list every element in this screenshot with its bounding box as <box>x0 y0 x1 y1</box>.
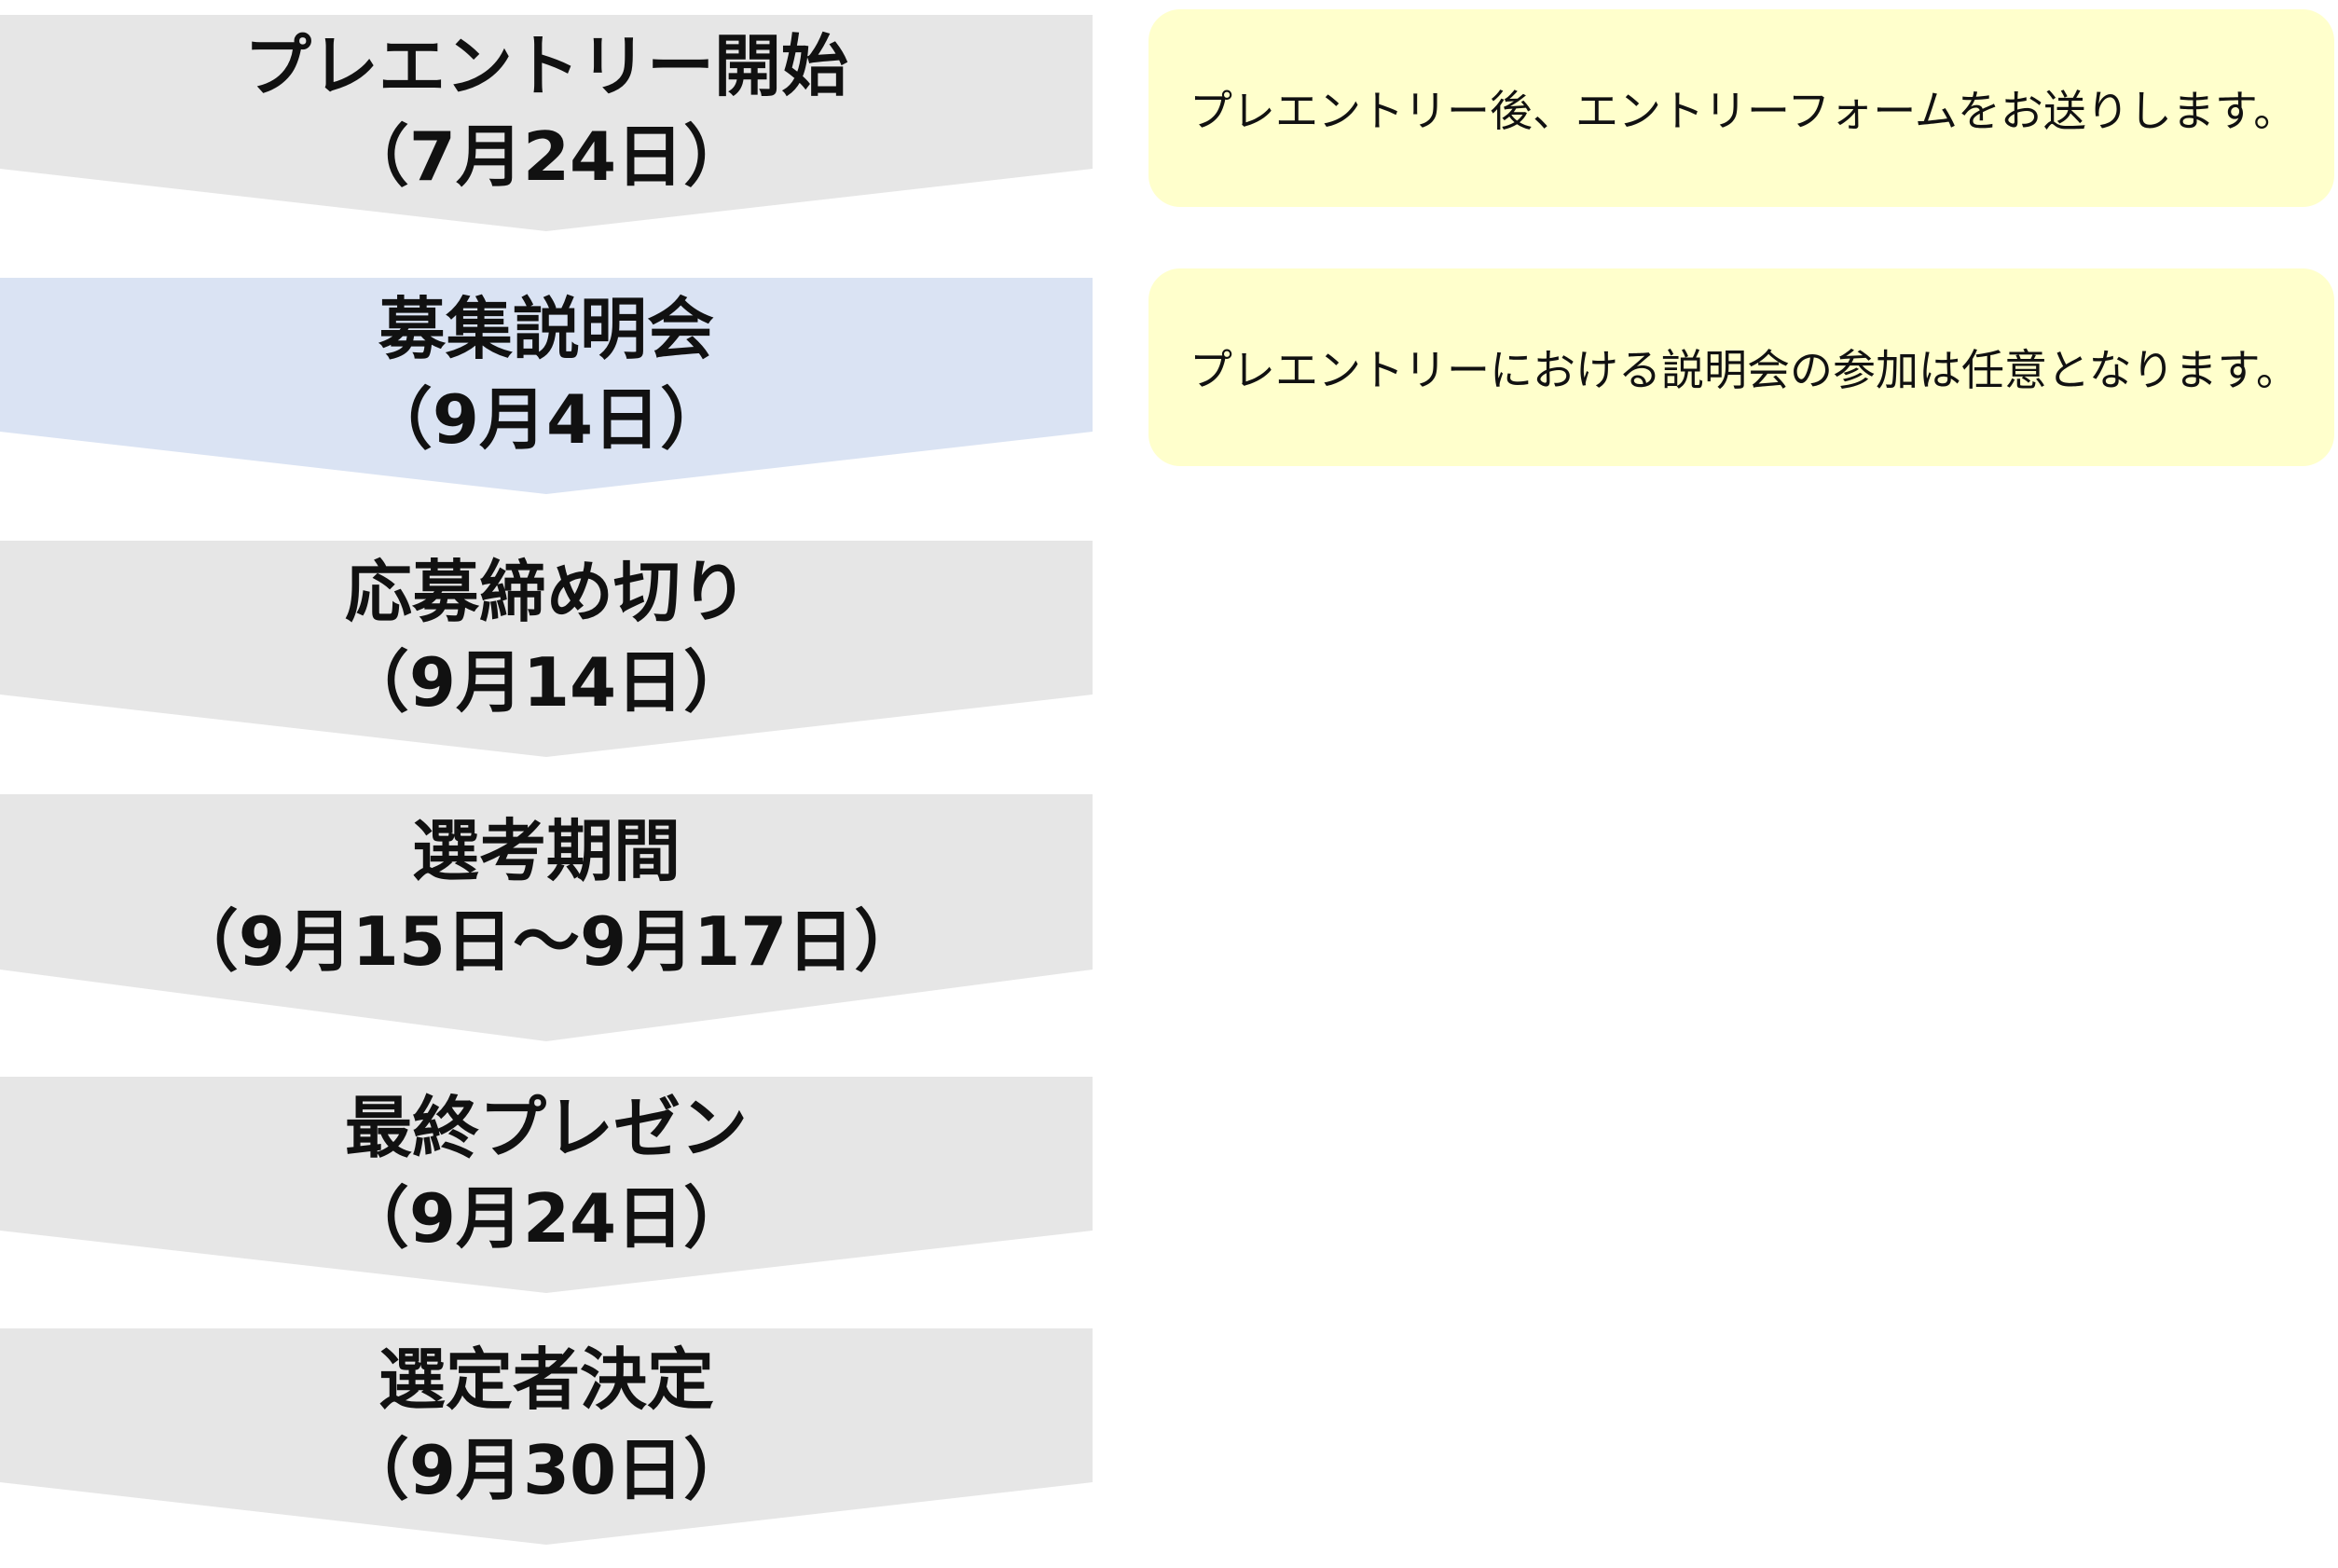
step-date: （9月14日） <box>341 643 751 722</box>
note-briefing: プレエントリーにおける説明会の参加は任意となります。 <box>1148 268 2334 466</box>
note-pre-entry: プレエントリー後、エントリーフォームをお送りします。 <box>1148 9 2334 207</box>
flow-step-selection-period: 選考期間 （9月15日～9月17日） <box>0 794 1093 1041</box>
flow-step-briefing: 募集説明会 （9月4日） <box>0 278 1093 494</box>
step-date: （7月24日） <box>341 117 751 196</box>
step-date: （9月15日～9月17日） <box>171 902 922 981</box>
step-title: 応募締め切り <box>344 552 748 631</box>
step-date: （9月30日） <box>341 1431 751 1509</box>
chevron-shape <box>0 541 1093 757</box>
flow-step-final-presentation: 最終プレゼン （9月24日） <box>0 1077 1093 1293</box>
chevron-shape <box>0 15 1093 231</box>
chevron-shape <box>0 794 1093 1041</box>
flow-step-decision: 選定者決定 （9月30日） <box>0 1328 1093 1545</box>
chevron-shape <box>0 1077 1093 1293</box>
flow-step-deadline: 応募締め切り （9月14日） <box>0 541 1093 757</box>
note-text: プレエントリー後、エントリーフォームをお送りします。 <box>1190 86 2297 136</box>
chevron-shape <box>0 278 1093 494</box>
step-title: 選考期間 <box>411 811 681 890</box>
step-title: 最終プレゼン <box>344 1088 748 1167</box>
note-text: プレエントリーにおける説明会の参加は任意となります。 <box>1190 345 2300 395</box>
step-date: （9月4日） <box>364 380 728 459</box>
chevron-shape <box>0 1328 1093 1545</box>
step-title: 選定者決定 <box>378 1340 714 1419</box>
step-date: （9月24日） <box>341 1179 751 1258</box>
step-title: プレエントリー開始 <box>243 26 848 105</box>
flow-step-pre-entry: プレエントリー開始 （7月24日） <box>0 15 1093 231</box>
step-title: 募集説明会 <box>378 289 714 368</box>
